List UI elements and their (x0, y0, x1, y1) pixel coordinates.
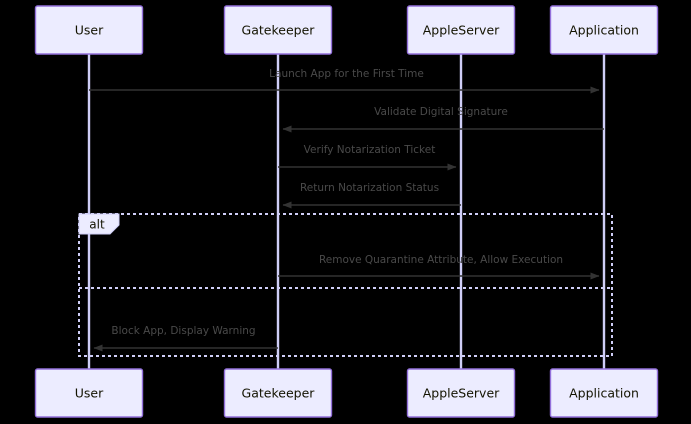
participant-top-gatekeeper[interactable]: Gatekeeper (223, 5, 333, 55)
participant-label: User (75, 386, 104, 401)
participant-box[interactable] (34, 368, 144, 418)
participant-box[interactable] (406, 5, 516, 55)
participant-box[interactable] (34, 5, 144, 55)
message-label-1: Launch App for the First Time (269, 68, 424, 80)
fragment-border-alt (78, 213, 613, 357)
message-label-6: Block App, Display Warning (111, 325, 255, 337)
participant-box[interactable] (406, 368, 516, 418)
participant-top-appleserver[interactable]: AppleServer (406, 5, 516, 55)
participant-label: AppleServer (423, 23, 500, 38)
participant-bottom-application[interactable]: Application (549, 368, 659, 418)
participant-bottom-gatekeeper[interactable]: Gatekeeper (223, 368, 333, 418)
fragments-group: alt (78, 213, 613, 357)
participant-box[interactable] (223, 368, 333, 418)
participant-label: Gatekeeper (242, 23, 316, 38)
participant-box[interactable] (223, 5, 333, 55)
participant-top-application[interactable]: Application (549, 5, 659, 55)
participant-box[interactable] (549, 5, 659, 55)
message-label-5: Remove Quarantine Attribute, Allow Execu… (319, 254, 563, 266)
participant-label: Application (569, 23, 639, 38)
message-label-3: Verify Notarization Ticket (304, 144, 436, 156)
message-label-4: Return Notarization Status (300, 182, 439, 194)
fragment-tag-shape (78, 213, 120, 235)
participant-box[interactable] (549, 368, 659, 418)
message-label-2: Validate Digital Signature (374, 106, 508, 118)
participant-top-user[interactable]: User (34, 5, 144, 55)
lifelines-group (87, 54, 606, 369)
participant-bottom-user[interactable]: User (34, 368, 144, 418)
participant-label: User (75, 23, 104, 38)
participant-label: Application (569, 386, 639, 401)
participant-label: Gatekeeper (242, 386, 316, 401)
fragment-tag-label: alt (89, 218, 105, 232)
participant-label: AppleServer (423, 386, 500, 401)
participant-bottom-appleserver[interactable]: AppleServer (406, 368, 516, 418)
